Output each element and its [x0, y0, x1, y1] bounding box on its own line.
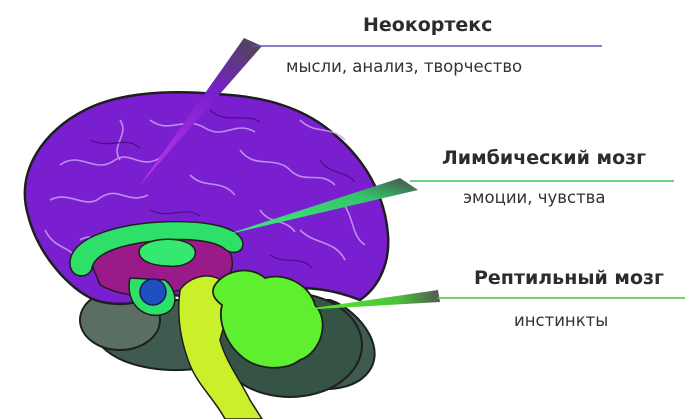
thalamus-core: [140, 279, 166, 305]
limbic-title: Лимбический мозг: [442, 147, 646, 169]
reptilian-subtitle: инстинкты: [514, 311, 608, 330]
neocortex-title: Неокортекс: [363, 14, 492, 36]
limbic-core: [139, 239, 195, 266]
limbic-subtitle: эмоции, чувства: [463, 188, 606, 207]
reptilian-title: Рептильный мозг: [474, 267, 664, 289]
neocortex-subtitle: мысли, анализ, творчество: [286, 57, 522, 76]
